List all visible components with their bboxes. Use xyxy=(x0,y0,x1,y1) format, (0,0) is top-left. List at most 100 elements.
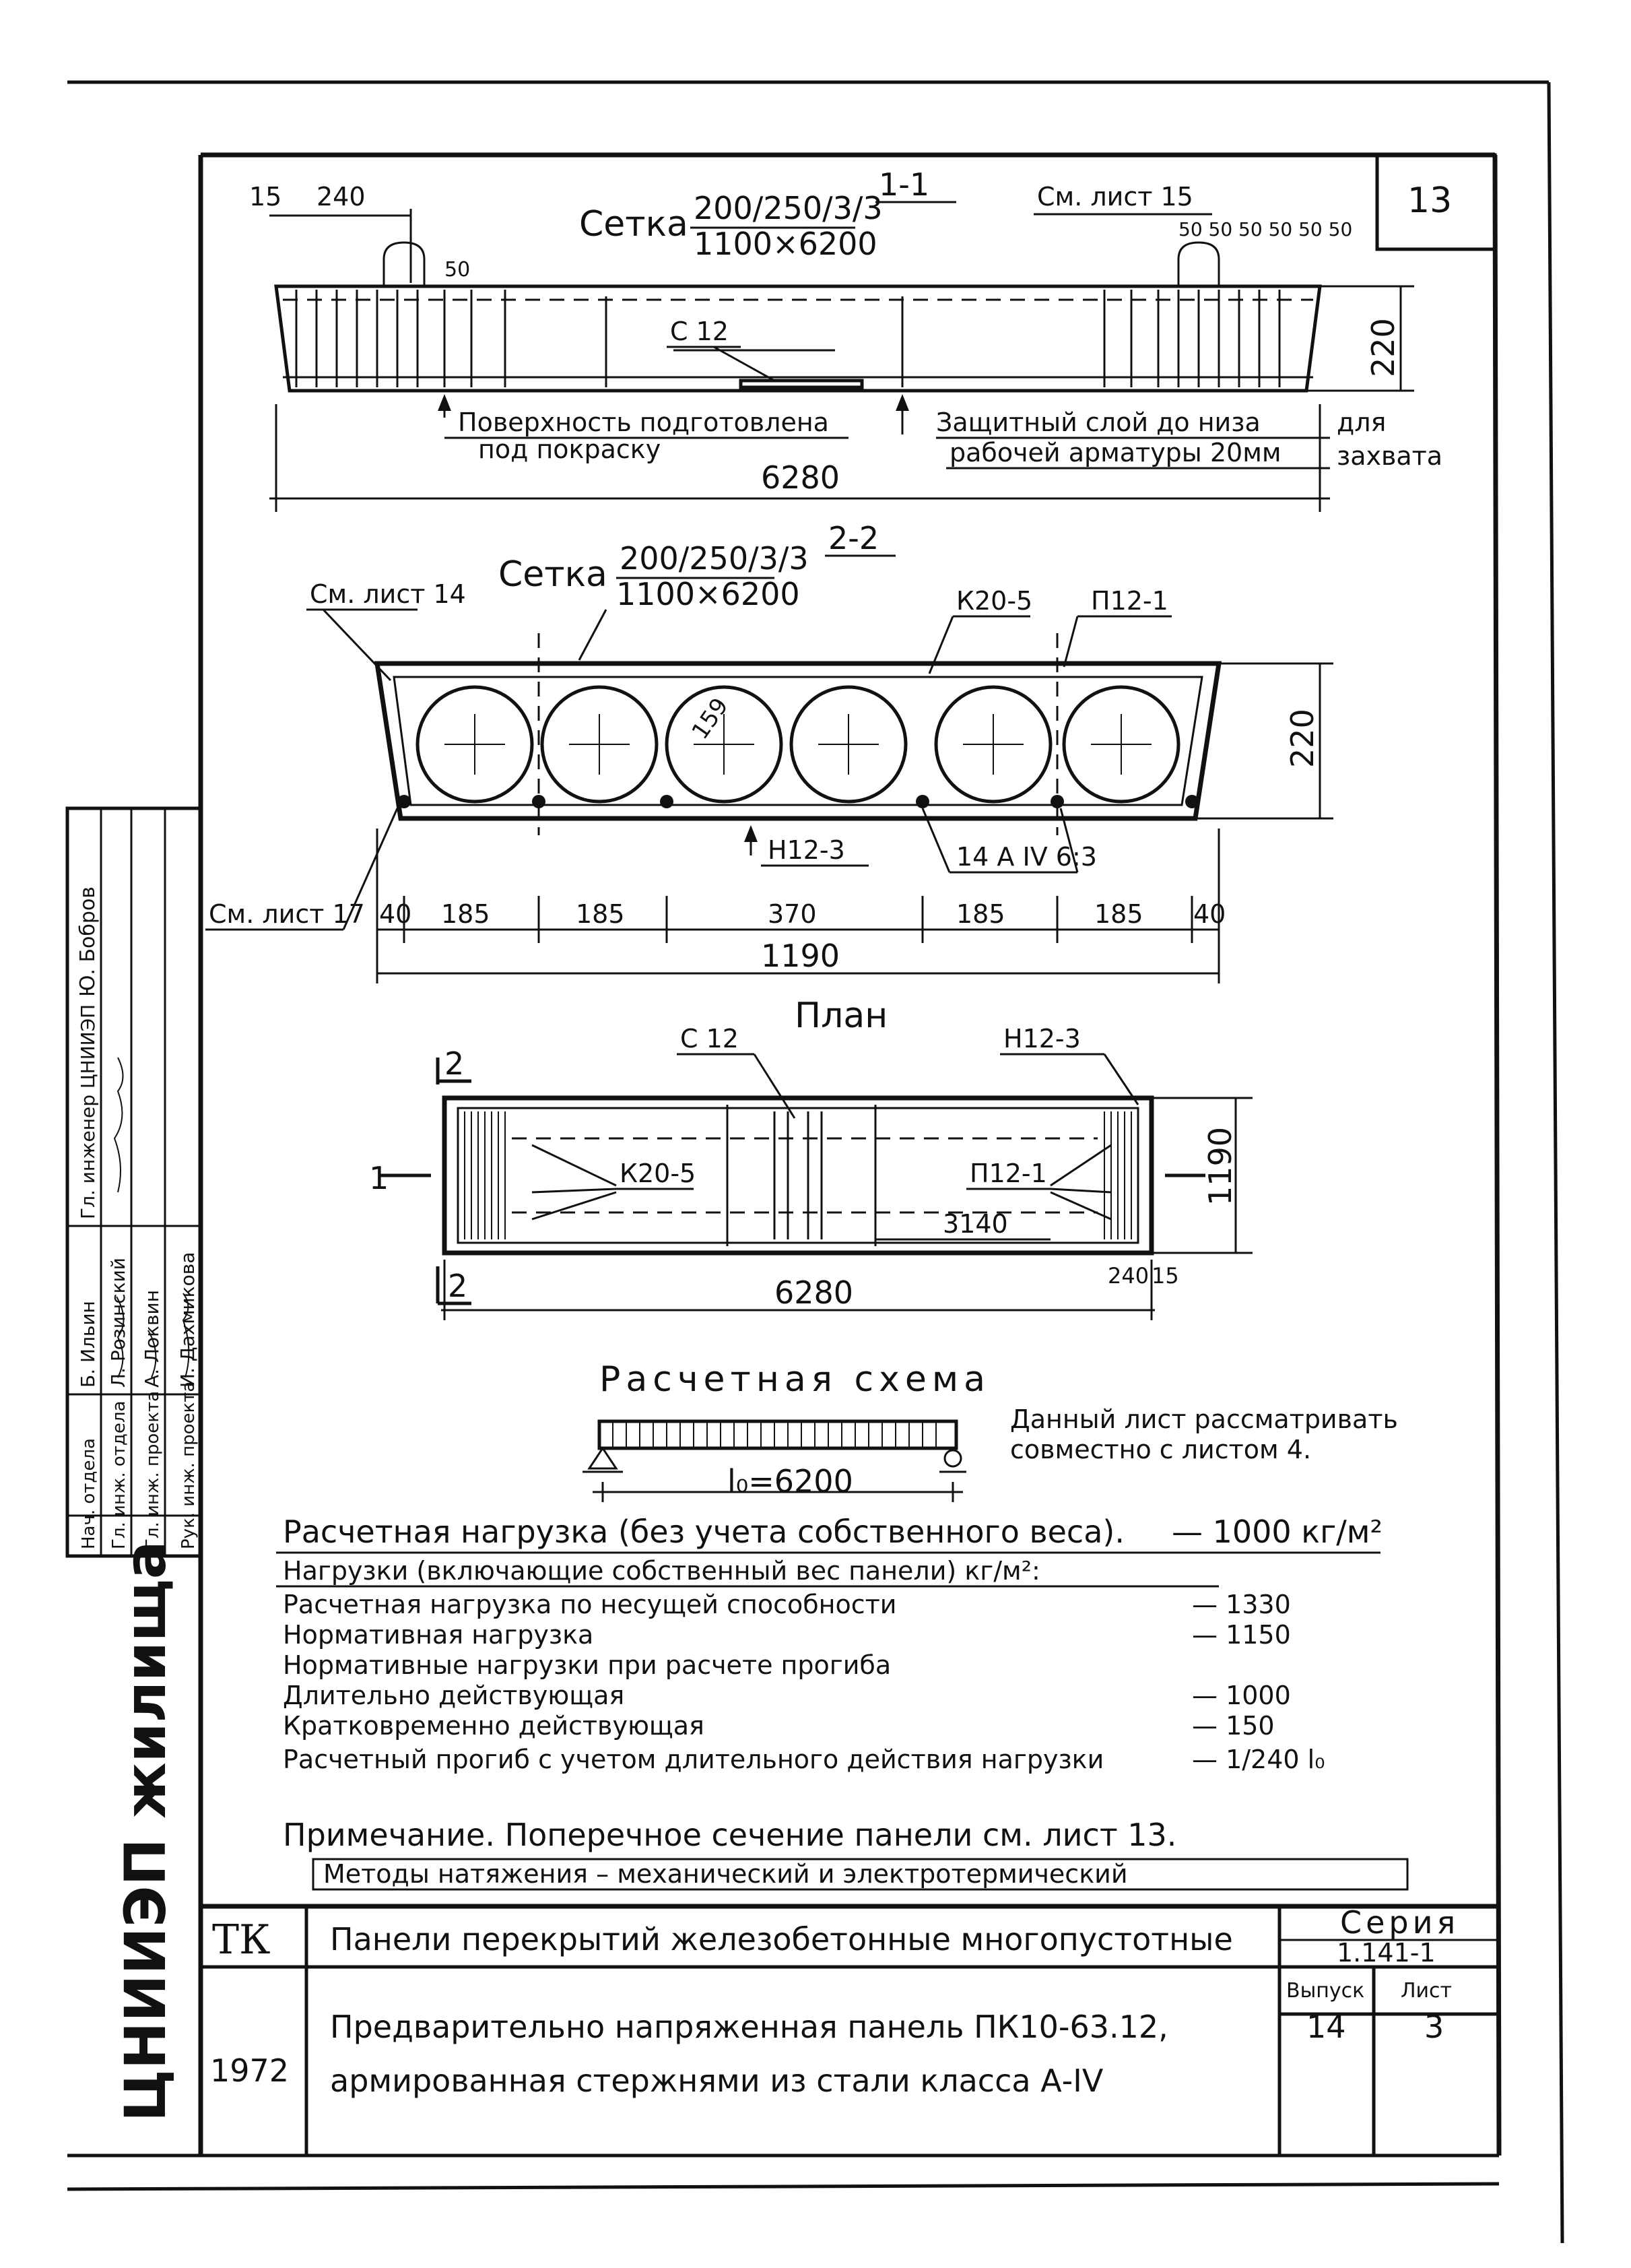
dim-40-left: 40 xyxy=(379,899,411,929)
dim-220-2: 220 xyxy=(1284,709,1321,768)
title-line-3: армированная стержнями из стали класса А… xyxy=(330,2063,1104,2099)
scheme-span: l₀=6200 xyxy=(727,1463,853,1499)
mesh-top-1: 200/250/3/3 xyxy=(694,190,883,226)
note-grip-1: для xyxy=(1337,408,1386,437)
stamp-role-2: Гл. инж. отдела xyxy=(109,1401,129,1549)
dim-1190-plan: 1190 xyxy=(1202,1127,1238,1206)
p12-1-label-plan: П12-1 xyxy=(970,1159,1047,1188)
scheme-hatch xyxy=(612,1423,937,1447)
load-row-1-value: — 1330 xyxy=(1192,1590,1291,1619)
dim-370: 370 xyxy=(768,899,817,929)
cut-marker-2-top: 2 xyxy=(444,1045,464,1082)
issue-value: 14 xyxy=(1306,2009,1346,2045)
k20-5-label-plan: К20-5 xyxy=(620,1159,696,1188)
signature-scribble-1 xyxy=(113,1057,124,1193)
sheet-frame xyxy=(67,80,1564,2244)
mesh-bottom-2: 1100×6200 xyxy=(616,576,800,612)
stirrups-right xyxy=(1103,290,1281,387)
dim-220-1: 220 xyxy=(1365,318,1401,377)
dim-185-b: 185 xyxy=(576,899,625,929)
load-row-5-value: — 150 xyxy=(1192,1711,1275,1741)
scheme-title: Расчетная схема xyxy=(599,1359,991,1400)
load-row-2-value: — 1150 xyxy=(1192,1620,1291,1650)
plan-title: План xyxy=(795,996,888,1036)
mesh-label-2: Сетка xyxy=(498,554,607,595)
remark-note: Примечание. Поперечное сечение панели см… xyxy=(283,1817,1176,1853)
load-row-1-label: Расчетная нагрузка по несущей способност… xyxy=(283,1590,896,1619)
c12-label-plan: С 12 xyxy=(680,1024,739,1054)
plan-view: План С 12 Н12-3 xyxy=(369,996,1253,1320)
stamp-name-1: Б. Ильин xyxy=(77,1301,99,1388)
c12-label-1: С 12 xyxy=(670,317,729,346)
load-row-3-label: Нормативные нагрузки при расчете прогиба xyxy=(283,1650,891,1680)
scheme-note-1: Данный лист рассматривать xyxy=(1010,1404,1398,1434)
section-1-1: 1-1 Сетка 200/250/3/3 1100×6200 15 240 С… xyxy=(249,166,1442,512)
stirrups-left xyxy=(295,290,506,387)
stamp-chief-engineer: Гл. инженер ЦНИИЭП xyxy=(77,1004,99,1219)
mesh-label-1: Сетка xyxy=(579,204,688,245)
signature-scribble-3 xyxy=(147,1330,157,1378)
hatch-right xyxy=(1104,1111,1132,1239)
stamp-role-4: Рук. инж. проекта xyxy=(178,1382,199,1549)
dim-185-c: 185 xyxy=(956,899,1005,929)
signature-scribble-4 xyxy=(182,1293,190,1378)
dim-240-top: 240 xyxy=(317,182,366,212)
methods-note: Методы натяжения – механический и электр… xyxy=(323,1859,1128,1889)
deflection-value: — 1/240 l₀ xyxy=(1192,1745,1325,1774)
ref-sheet-17: См. лист 17 xyxy=(209,899,365,929)
stamp-chief-name: Ю. Бобров xyxy=(76,886,100,997)
n12-3-label-plan: Н12-3 xyxy=(1003,1024,1081,1054)
dim-159: 159 xyxy=(687,693,734,744)
voids xyxy=(415,685,1180,804)
load-row-5-label: Кратковременно действующая xyxy=(283,1711,704,1741)
title-line-1: Панели перекрытий железобетонные многопу… xyxy=(330,1921,1233,1957)
loads-heading: Нагрузки (включающие собственный вес пан… xyxy=(283,1556,1040,1586)
deflection-label: Расчетный прогиб с учетом длительного де… xyxy=(283,1745,1104,1774)
dim-6280-1: 6280 xyxy=(761,459,840,496)
dim-185-d: 185 xyxy=(1094,899,1143,929)
tk-label: ТК xyxy=(212,1916,270,1964)
ref-sheet-15: См. лист 15 xyxy=(1037,182,1193,212)
sheet-label: Лист xyxy=(1401,1979,1452,2003)
design-load-label: Расчетная нагрузка (без учета собственно… xyxy=(283,1514,1125,1550)
note-surface-1: Поверхность подготовлена xyxy=(458,408,829,437)
page-number: 13 xyxy=(1407,181,1452,221)
dim-6280-plan: 6280 xyxy=(774,1274,853,1311)
cut-marker-2-bottom: 2 xyxy=(448,1268,467,1304)
title-block xyxy=(201,1904,1499,2156)
design-load-value: — 1000 кг/м² xyxy=(1172,1514,1383,1550)
cut-marker-1-left: 1 xyxy=(369,1160,389,1196)
dim-1190-2: 1190 xyxy=(761,938,840,974)
mesh-top-2: 200/250/3/3 xyxy=(620,540,809,577)
dim-3140: 3140 xyxy=(943,1209,1008,1239)
section-2-2-title: 2-2 xyxy=(828,520,879,556)
sheet-value: 3 xyxy=(1424,2009,1444,2045)
year-label: 1972 xyxy=(210,2052,289,2089)
dim-240-plan: 240 xyxy=(1108,1263,1149,1289)
load-row-4-label: Длительно действующая xyxy=(283,1681,624,1710)
stamp-name-2: Л. Розинский xyxy=(107,1258,129,1388)
loads-table: Расчетная нагрузка (без учета собственно… xyxy=(276,1514,1383,1774)
series-label: Серия xyxy=(1340,1904,1459,1941)
hatch-left xyxy=(464,1111,506,1239)
design-scheme: Расчетная схема l₀=6200 Данный лист расс… xyxy=(582,1359,1398,1502)
section-2-2: 2-2 Сетка 200/250/3/3 1100×6200 См. лист… xyxy=(205,520,1333,983)
scheme-note-2: совместно с листом 4. xyxy=(1010,1435,1311,1464)
mesh-bottom-1: 1100×6200 xyxy=(694,226,877,262)
org-logo: ЦНИИЭП жилища xyxy=(112,1541,178,2122)
signature-scribble-2 xyxy=(116,1296,125,1378)
k20-5-label-2: К20-5 xyxy=(956,586,1032,616)
section-1-1-title: 1-1 xyxy=(879,166,929,203)
title-line-2: Предварительно напряженная панель ПК10-6… xyxy=(330,2009,1168,2045)
stamp-role-1: Нач. отдела xyxy=(79,1438,99,1549)
note-cover-1: Защитный слой до низа xyxy=(936,408,1261,437)
issue-label: Выпуск xyxy=(1286,1979,1364,2003)
p12-1-label-2: П12-1 xyxy=(1091,586,1168,616)
note-cover-2: рабочей арматуры 20мм xyxy=(950,438,1282,467)
dim-185-a: 185 xyxy=(441,899,490,929)
stamp-role-3: Гл. инж. проекта xyxy=(143,1391,163,1549)
dim-15-plan: 15 xyxy=(1152,1263,1179,1289)
dim-40-right: 40 xyxy=(1193,899,1226,929)
ref-sheet-14: См. лист 14 xyxy=(310,579,466,609)
